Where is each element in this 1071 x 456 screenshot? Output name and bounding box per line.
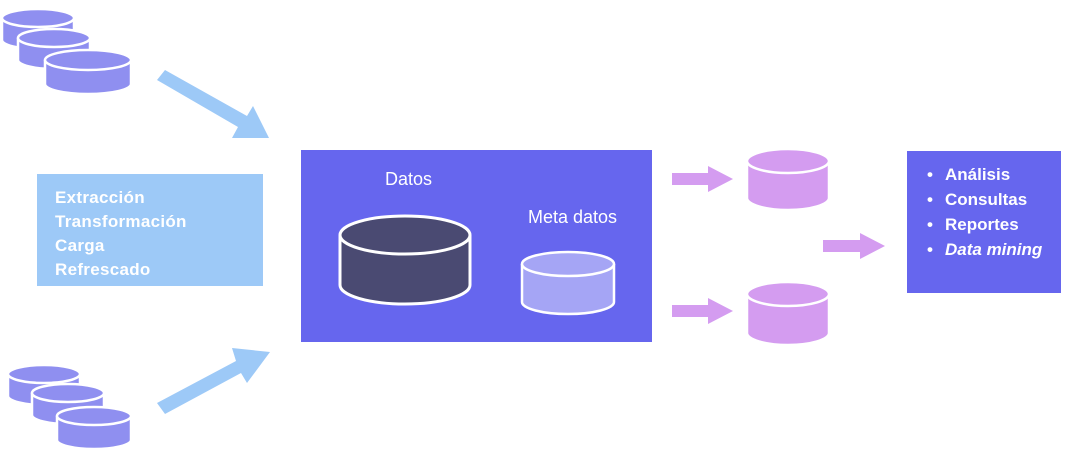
source-databases-bottom	[6, 363, 133, 451]
database-icon	[43, 48, 133, 96]
list-item: • Consultas	[927, 187, 1061, 212]
etl-refrescado-label: Refrescado	[55, 260, 151, 279]
list-item: • Data mining	[927, 237, 1061, 262]
bullet: •	[927, 215, 933, 234]
uses-analisis-label: Análisis	[945, 165, 1011, 184]
meta-datos-database-icon	[520, 250, 616, 316]
data-warehouse-box: Datos Meta datos	[301, 150, 652, 342]
database-icon	[6, 363, 82, 407]
etl-carga-label: Carga	[55, 236, 105, 255]
etl-extraccion-label: Extracción	[55, 188, 145, 207]
uses-list: • Análisis • Consultas • Reportes • Data…	[927, 162, 1061, 262]
uses-consultas-label: Consultas	[945, 190, 1028, 209]
bullet: •	[927, 165, 933, 184]
arrow-right-icon	[672, 298, 733, 324]
warehouse-databases	[338, 214, 616, 316]
bullet: •	[927, 190, 933, 209]
etl-process-box: Extracción Transformación Carga Refresca…	[37, 174, 263, 286]
arrow-down-right-icon	[157, 70, 269, 138]
arrow-up-right-icon	[157, 348, 270, 414]
data-mart-database-icon	[745, 147, 831, 212]
source-databases-top	[0, 7, 133, 96]
uses-data-mining-label: Data mining	[945, 240, 1043, 259]
datos-label: Datos	[385, 169, 433, 189]
uses-box: • Análisis • Consultas • Reportes • Data…	[907, 151, 1061, 293]
list-item: • Análisis	[927, 162, 1061, 187]
bullet: •	[927, 240, 933, 259]
list-item: • Reportes	[927, 212, 1061, 237]
etl-transformacion-label: Transformación	[55, 212, 187, 231]
uses-reportes-label: Reportes	[945, 215, 1019, 234]
arrow-right-icon	[823, 233, 885, 259]
meta-datos-label: Meta datos	[528, 207, 618, 227]
database-icon	[55, 405, 133, 451]
datos-database-icon	[338, 214, 472, 306]
data-mart-database-icon	[745, 280, 831, 347]
arrow-right-icon	[672, 166, 733, 192]
